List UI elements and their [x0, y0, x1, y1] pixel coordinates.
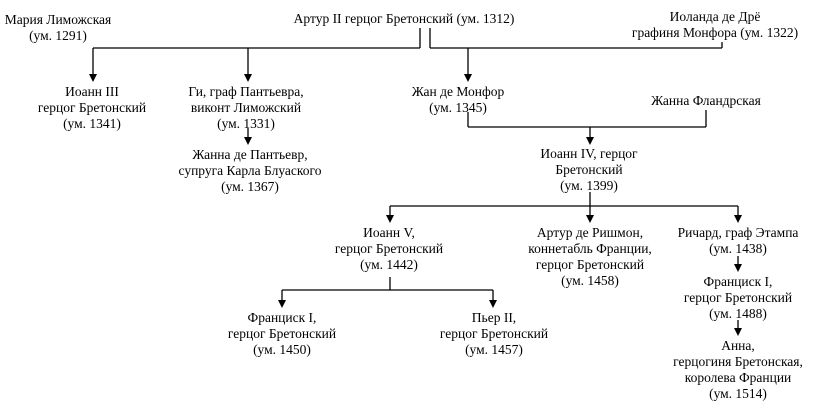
person-gi-pantievr: Ги, граф Пантьевра,виконт Лиможский(ум. …: [188, 84, 303, 132]
person-text-line: (ум. 1331): [217, 116, 275, 131]
person-text-line: коннетабль Франции,: [528, 241, 652, 256]
person-richard-etamp: Ричард, граф Этампа(ум. 1438): [678, 225, 799, 257]
person-text-line: супруга Карла Блуаского: [178, 163, 322, 178]
person-text-line: герцог Бретонский: [227, 326, 337, 341]
person-text-line: Артур II герцог Бретонский (ум. 1312): [293, 11, 515, 26]
person-text-line: Франциск I,: [703, 274, 773, 289]
person-text-line: герцог Бретонский: [37, 100, 147, 115]
person-text-line: (ум. 1345): [429, 100, 487, 115]
person-pier-2: Пьер II,герцог Бретонский(ум. 1457): [440, 310, 548, 358]
person-text-line: Пьер II,: [471, 310, 517, 325]
person-text-line: (ум. 1458): [561, 273, 619, 288]
arrowhead: [278, 300, 286, 308]
person-text-line: Анна,: [721, 338, 755, 353]
person-text-line: Ричард, граф Этампа: [677, 225, 799, 240]
person-text-line: (ум. 1450): [253, 342, 311, 357]
person-text-line: (ум. 1438): [709, 241, 767, 256]
person-artur-de-rishmon: Артур де Ришмон,коннетабль Франции,герцо…: [528, 225, 652, 289]
person-text-line: герцог Бретонский: [535, 257, 645, 272]
arrowhead: [586, 137, 594, 145]
person-text-line: Иоланда де Дрё: [669, 9, 761, 24]
arrowhead: [489, 300, 497, 308]
person-text-line: виконт Лиможский: [190, 100, 302, 115]
person-text-line: Иоанн V,: [363, 225, 415, 240]
person-text-line: Иоанн III: [65, 84, 119, 99]
person-zhanna-de-pantievr: Жанна де Пантьевр,супруга Карла Блуаског…: [179, 147, 322, 195]
person-maria-limozhskaya: Мария Лиможская(ум. 1291): [5, 12, 112, 44]
person-text-line: Мария Лиможская: [4, 12, 112, 27]
arrowhead: [386, 215, 394, 223]
person-text-line: герцог Бретонский: [334, 241, 444, 256]
person-text-line: герцог Бретонский: [683, 290, 793, 305]
arrowhead: [734, 264, 742, 272]
arrowhead: [244, 74, 252, 82]
arrowhead: [244, 137, 252, 145]
person-anna: Анна,герцогиня Бретонская,королева Франц…: [673, 338, 803, 402]
person-zhanna-flandrskaya: Жанна Фландрская: [651, 93, 761, 109]
person-text-line: (ум. 1399): [560, 178, 618, 193]
person-text-line: Ги, граф Пантьевра,: [188, 84, 304, 99]
person-artur-2: Артур II герцог Бретонский (ум. 1312): [294, 11, 515, 27]
person-text-line: герцог Бретонский: [439, 326, 549, 341]
person-text-line: Иоанн IV, герцог: [540, 146, 638, 161]
person-text-line: Артур де Ришмон,: [536, 225, 644, 240]
arrowhead: [586, 215, 594, 223]
person-text-line: Жанна де Пантьевр,: [192, 147, 308, 162]
person-text-line: Жанна Фландрская: [651, 93, 761, 108]
person-francisk-1-1450: Франциск I,герцог Бретонский(ум. 1450): [228, 310, 336, 358]
arrowhead: [464, 74, 472, 82]
person-text-line: графиня Монфора (ум. 1322): [631, 25, 799, 40]
person-text-line: (ум. 1442): [360, 257, 418, 272]
person-text-line: (ум. 1457): [465, 342, 523, 357]
arrowhead: [89, 74, 97, 82]
person-text-line: Бретонский: [555, 162, 623, 177]
person-text-line: Франциск I,: [247, 310, 317, 325]
person-text-line: герцогиня Бретонская,: [673, 354, 803, 369]
person-text-line: (ум. 1514): [709, 386, 767, 401]
person-text-line: (ум. 1291): [29, 28, 87, 43]
person-text-line: Жан де Монфор: [411, 84, 505, 99]
person-text-line: королева Франции: [684, 370, 792, 385]
person-text-line: (ум. 1488): [709, 306, 767, 321]
person-francisk-1-1488: Франциск I,герцог Бретонский(ум. 1488): [684, 274, 792, 322]
arrowhead: [734, 328, 742, 336]
person-text-line: (ум. 1367): [221, 179, 279, 194]
person-ioann-5: Иоанн V,герцог Бретонский(ум. 1442): [335, 225, 443, 273]
person-text-line: (ум. 1341): [63, 116, 121, 131]
arrowhead: [734, 215, 742, 223]
person-zhan-de-monfor: Жан де Монфор(ум. 1345): [412, 84, 504, 116]
